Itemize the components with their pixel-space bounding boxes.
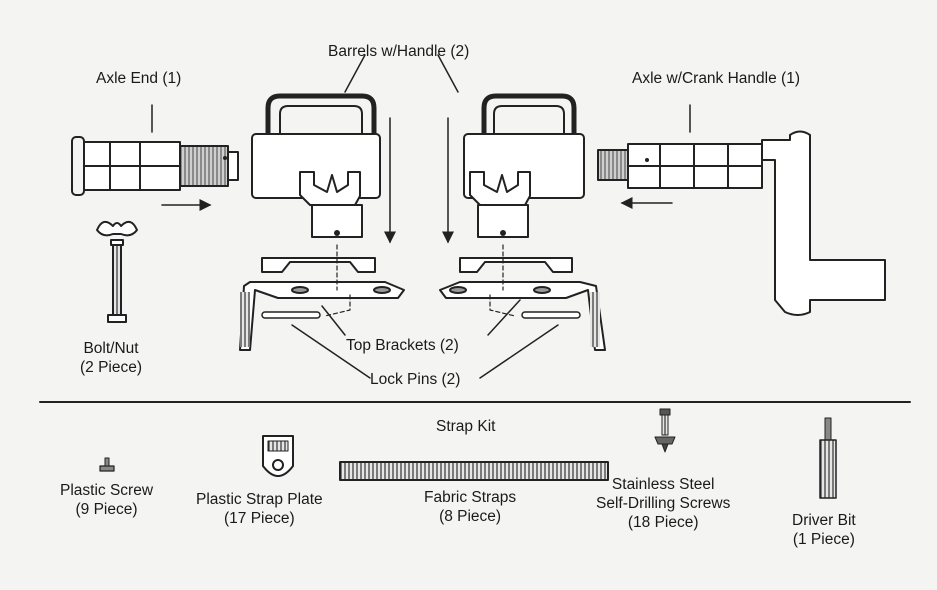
plastic-screw-part xyxy=(99,457,115,472)
label-lock-pins: Lock Pins (2) xyxy=(370,371,461,388)
self-drilling-screw-part xyxy=(654,408,676,453)
left-top-bracket-part xyxy=(239,244,405,351)
label-plastic-screw: Plastic Screw(9 Piece) xyxy=(60,482,154,518)
label-bolt-nut: Bolt/Nut(2 Piece) xyxy=(80,340,143,376)
label-top-brackets: Top Brackets (2) xyxy=(346,337,459,354)
label-strap-kit: Strap Kit xyxy=(436,418,496,435)
axle-end-part xyxy=(71,104,239,211)
bolt-nut-part xyxy=(96,220,138,323)
left-barrel-part xyxy=(251,93,396,244)
label-barrels: Barrels w/Handle (2) xyxy=(328,43,470,60)
right-barrel-part xyxy=(442,93,585,244)
label-driver-bit: Driver Bit(1 Piece) xyxy=(792,512,856,548)
label-axle-end: Axle End (1) xyxy=(96,70,182,87)
axle-crank-part xyxy=(597,104,886,316)
driver-bit-part xyxy=(819,417,837,499)
label-fabric-straps: Fabric Straps(8 Piece) xyxy=(424,489,517,525)
label-axle-crank: Axle w/Crank Handle (1) xyxy=(632,70,800,87)
right-top-bracket-part xyxy=(439,244,606,351)
fabric-straps-part xyxy=(339,461,609,481)
plastic-strap-plate-part xyxy=(262,435,294,477)
label-plastic-strap-plate: Plastic Strap Plate(17 Piece) xyxy=(196,491,323,527)
